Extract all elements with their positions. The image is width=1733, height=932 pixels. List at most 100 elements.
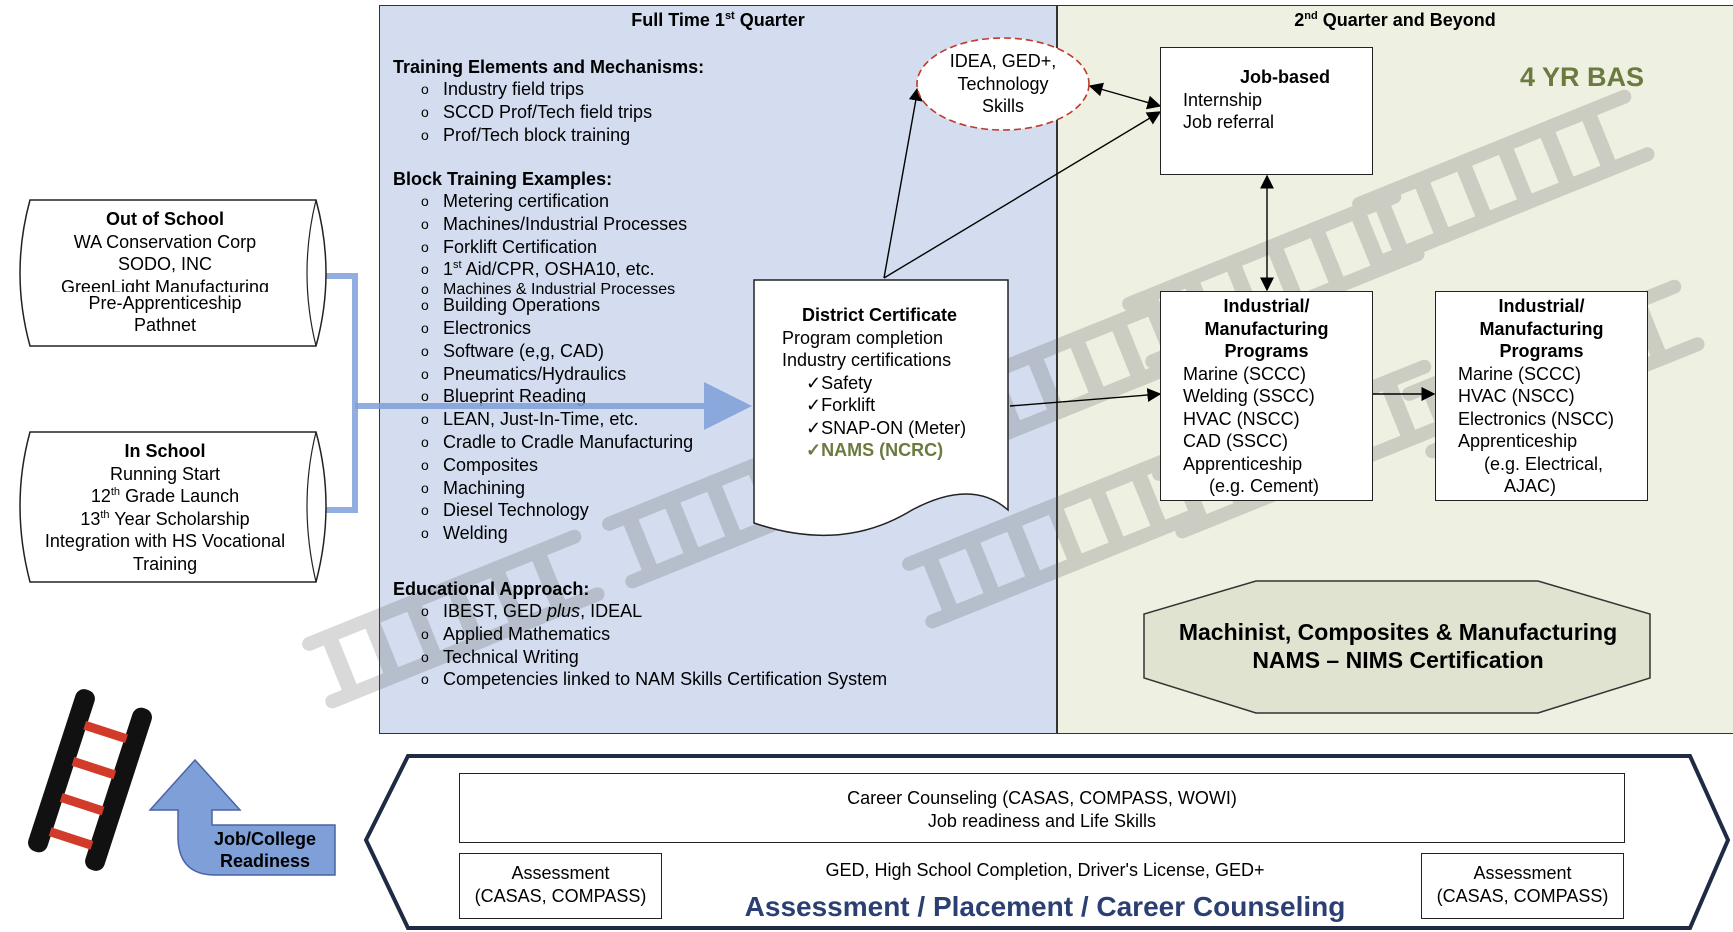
job-based-box: Job-based Internship Job referral — [1160, 47, 1373, 175]
assessment-placement-title: Assessment / Placement / Career Counseli… — [744, 891, 1346, 922]
ged-completion-text: GED, High School Completion, Driver's Li… — [825, 860, 1265, 880]
out-of-school-line: GreenLight Manufacturing — [60, 276, 270, 292]
industrial-title: Industrial/ — [1498, 296, 1585, 316]
list-item: Applied Mathematics — [393, 623, 993, 646]
district-check-item: ✓Forklift — [806, 395, 876, 415]
block-training-section: Block Training Examples: Metering certif… — [393, 168, 953, 545]
industrial-line: Electronics (NSCC) — [1458, 408, 1615, 429]
assessment-line: (CASAS, COMPASS) — [1436, 885, 1609, 906]
industrial-line: Marine (SCCC) — [1458, 363, 1582, 384]
assessment-left-box: Assessment (CASAS, COMPASS) — [459, 853, 662, 919]
assessment-line: Assessment — [1473, 863, 1572, 883]
industrial-line: AJAC) — [1504, 476, 1557, 496]
district-line: Program completion — [782, 327, 944, 348]
list-item: Industry field trips — [393, 78, 953, 101]
list-item: LEAN, Just-In-Time, etc. — [393, 408, 953, 431]
job-college-readiness-label: Job/College Readiness — [200, 828, 330, 872]
octagon-line: NAMS – NIMS Certification — [1252, 647, 1544, 673]
out-of-school-line: Pathnet — [133, 315, 197, 335]
industrial-title: Programs — [1224, 341, 1309, 361]
district-check-item: ✓SNAP-ON (Meter) — [806, 417, 967, 438]
in-school-line: 13th Year Scholarship — [80, 508, 250, 529]
in-school-line: 12th Grade Launch — [90, 486, 240, 506]
octagon-line: Machinist, Composites & Manufacturing — [1178, 619, 1618, 645]
out-of-school-box: Out of School WA Conservation Corp SODO,… — [30, 208, 300, 337]
list-item: Metering certification — [393, 190, 953, 213]
district-nams-item: ✓NAMS (NCRC) — [806, 440, 944, 460]
training-list: Industry field trips SCCD Prof/Tech fiel… — [393, 78, 953, 146]
education-heading: Educational Approach: — [393, 579, 590, 599]
idea-line: IDEA, GED+, — [949, 51, 1057, 71]
counseling-line: Career Counseling (CASAS, COMPASS, WOWI) — [847, 788, 1237, 808]
check-icon: ✓ — [806, 395, 822, 415]
four-yr-bas-badge: 4 YR BAS — [1520, 62, 1645, 92]
industrial-line: (e.g. Electrical, — [1484, 453, 1604, 474]
list-item: 1st Aid/CPR, OSHA10, etc. — [393, 258, 953, 281]
out-of-school-scroll-shape — [19, 199, 327, 347]
idea-skills-box: IDEA, GED+, Technology Skills — [923, 50, 1083, 118]
in-school-line: Training — [132, 553, 198, 574]
industrial-title: Industrial/ — [1223, 296, 1310, 316]
q2-title: 2nd Quarter and Beyond — [1294, 10, 1496, 30]
list-item: Competencies linked to NAM Skills Certif… — [393, 668, 993, 691]
readiness-line: Readiness — [219, 851, 311, 871]
industrial-line: (e.g. Cement) — [1209, 476, 1320, 496]
list-item: IBEST, GED plus, IDEAL — [393, 600, 993, 623]
list-item: Diesel Technology — [393, 499, 953, 522]
block-heading: Block Training Examples: — [393, 169, 613, 189]
list-item: Machines/Industrial Processes — [393, 213, 953, 236]
education-section: Educational Approach: IBEST, GED plus, I… — [393, 578, 993, 691]
industrial-line: Marine (SCCC) — [1183, 363, 1307, 384]
industrial-programs-box-2: Industrial/ Manufacturing Programs Marin… — [1435, 291, 1648, 501]
job-based-title: Job-based — [1240, 67, 1331, 87]
in-school-line: Running Start — [109, 463, 221, 484]
list-item: Prof/Tech block training — [393, 124, 953, 147]
industrial-programs-box-1: Industrial/ Manufacturing Programs Marin… — [1160, 291, 1373, 501]
industrial-title: Programs — [1499, 341, 1584, 361]
training-elements-section: Training Elements and Mechanisms: Indust… — [393, 56, 953, 146]
check-icon: ✓ — [806, 440, 822, 460]
assessment-right-box: Assessment (CASAS, COMPASS) — [1421, 853, 1624, 919]
job-based-line: Internship — [1183, 89, 1263, 110]
certification-octagon-shape — [1143, 580, 1651, 714]
list-item: Blueprint Reading — [393, 385, 953, 408]
district-certificate-shape — [753, 279, 1009, 537]
certification-octagon: Machinist, Composites & Manufacturing NA… — [1140, 618, 1656, 674]
list-item: Composites — [393, 454, 953, 477]
out-of-school-line: Pre-Apprenticeship — [88, 292, 242, 313]
district-certificate-box: District Certificate Program completion … — [770, 304, 1000, 462]
district-line: Industry certifications — [782, 350, 952, 370]
industrial-line: CAD (SSCC) — [1183, 431, 1289, 451]
check-icon: ✓ — [806, 417, 822, 438]
idea-ellipse-shape — [916, 37, 1090, 131]
in-school-line: Integration with HS Vocational — [44, 531, 286, 551]
industrial-line: Apprenticeship — [1183, 453, 1303, 474]
industrial-title: Manufacturing — [1479, 318, 1604, 339]
list-item: Cradle to Cradle Manufacturing — [393, 431, 953, 454]
list-item: Pneumatics/Hydraulics — [393, 363, 953, 386]
district-check-item: ✓Safety — [806, 372, 873, 393]
in-school-scroll-shape — [19, 431, 327, 583]
job-based-line: Job referral — [1183, 112, 1275, 132]
training-heading: Training Elements and Mechanisms: — [393, 57, 705, 77]
readiness-line: Job/College — [213, 829, 316, 849]
list-item: Machines & Industrial Processes — [393, 281, 953, 294]
district-title: District Certificate — [802, 305, 958, 325]
block-list: Metering certification Machines/Industri… — [393, 190, 953, 545]
list-item: Technical Writing — [393, 646, 993, 669]
list-item: SCCD Prof/Tech field trips — [393, 101, 953, 124]
idea-line: Technology — [957, 73, 1049, 94]
industrial-line: HVAC (NSCC) — [1458, 386, 1575, 406]
assessment-line: (CASAS, COMPASS) — [474, 885, 647, 906]
out-of-school-line: SODO, INC — [117, 254, 212, 274]
q1-title: Full Time 1st Quarter — [631, 10, 805, 30]
out-of-school-title: Out of School — [106, 209, 224, 229]
list-item: Forklift Certification — [393, 236, 953, 259]
counseling-line: Job readiness and Life Skills — [927, 810, 1157, 831]
list-item: Machining — [393, 477, 953, 500]
idea-line: Skills — [981, 96, 1024, 116]
industrial-line: HVAC (NSCC) — [1183, 408, 1300, 429]
education-list: IBEST, GED plus, IDEAL Applied Mathemati… — [393, 600, 993, 691]
industrial-line: Welding (SSCC) — [1183, 386, 1315, 406]
